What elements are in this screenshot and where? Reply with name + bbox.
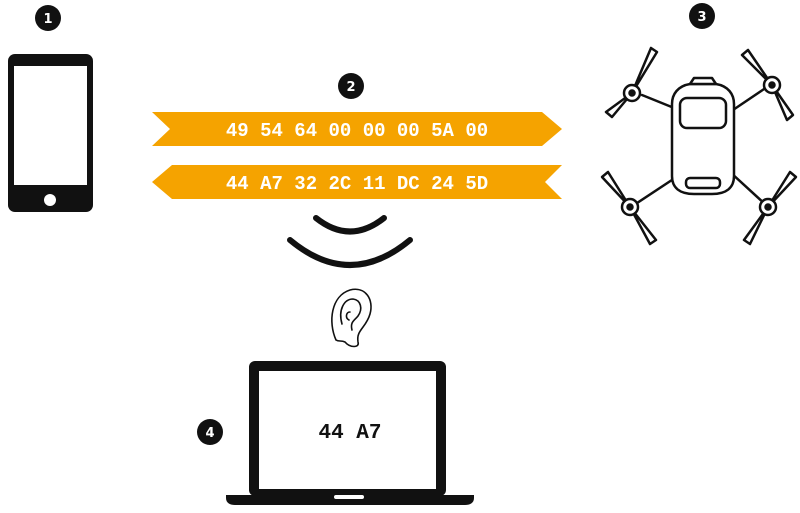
packet-outgoing-bytes: 49 54 64 00 00 00 5A 00 <box>226 120 488 142</box>
smartphone-icon <box>8 54 93 212</box>
badge-packets: 2 <box>338 73 364 99</box>
packet-incoming-bytes: 44 A7 32 2C 11 DC 24 5D <box>226 173 488 195</box>
drone-icon <box>600 46 798 246</box>
badge-drone: 3 <box>689 3 715 29</box>
badge-drone-label: 3 <box>697 10 706 25</box>
packet-outgoing: 49 54 64 00 00 00 5A 00 <box>152 112 562 146</box>
badge-packets-label: 2 <box>346 80 355 95</box>
badge-laptop: 4 <box>197 419 223 445</box>
badge-laptop-label: 4 <box>205 426 214 441</box>
laptop-icon: 44 A7 <box>226 361 474 505</box>
laptop-screen-text: 44 A7 <box>318 422 381 445</box>
wireless-signal-icon <box>287 215 413 268</box>
ear-icon <box>331 288 372 348</box>
badge-phone-label: 1 <box>43 12 52 27</box>
badge-phone: 1 <box>35 5 61 31</box>
packet-incoming: 44 A7 32 2C 11 DC 24 5D <box>152 165 562 199</box>
